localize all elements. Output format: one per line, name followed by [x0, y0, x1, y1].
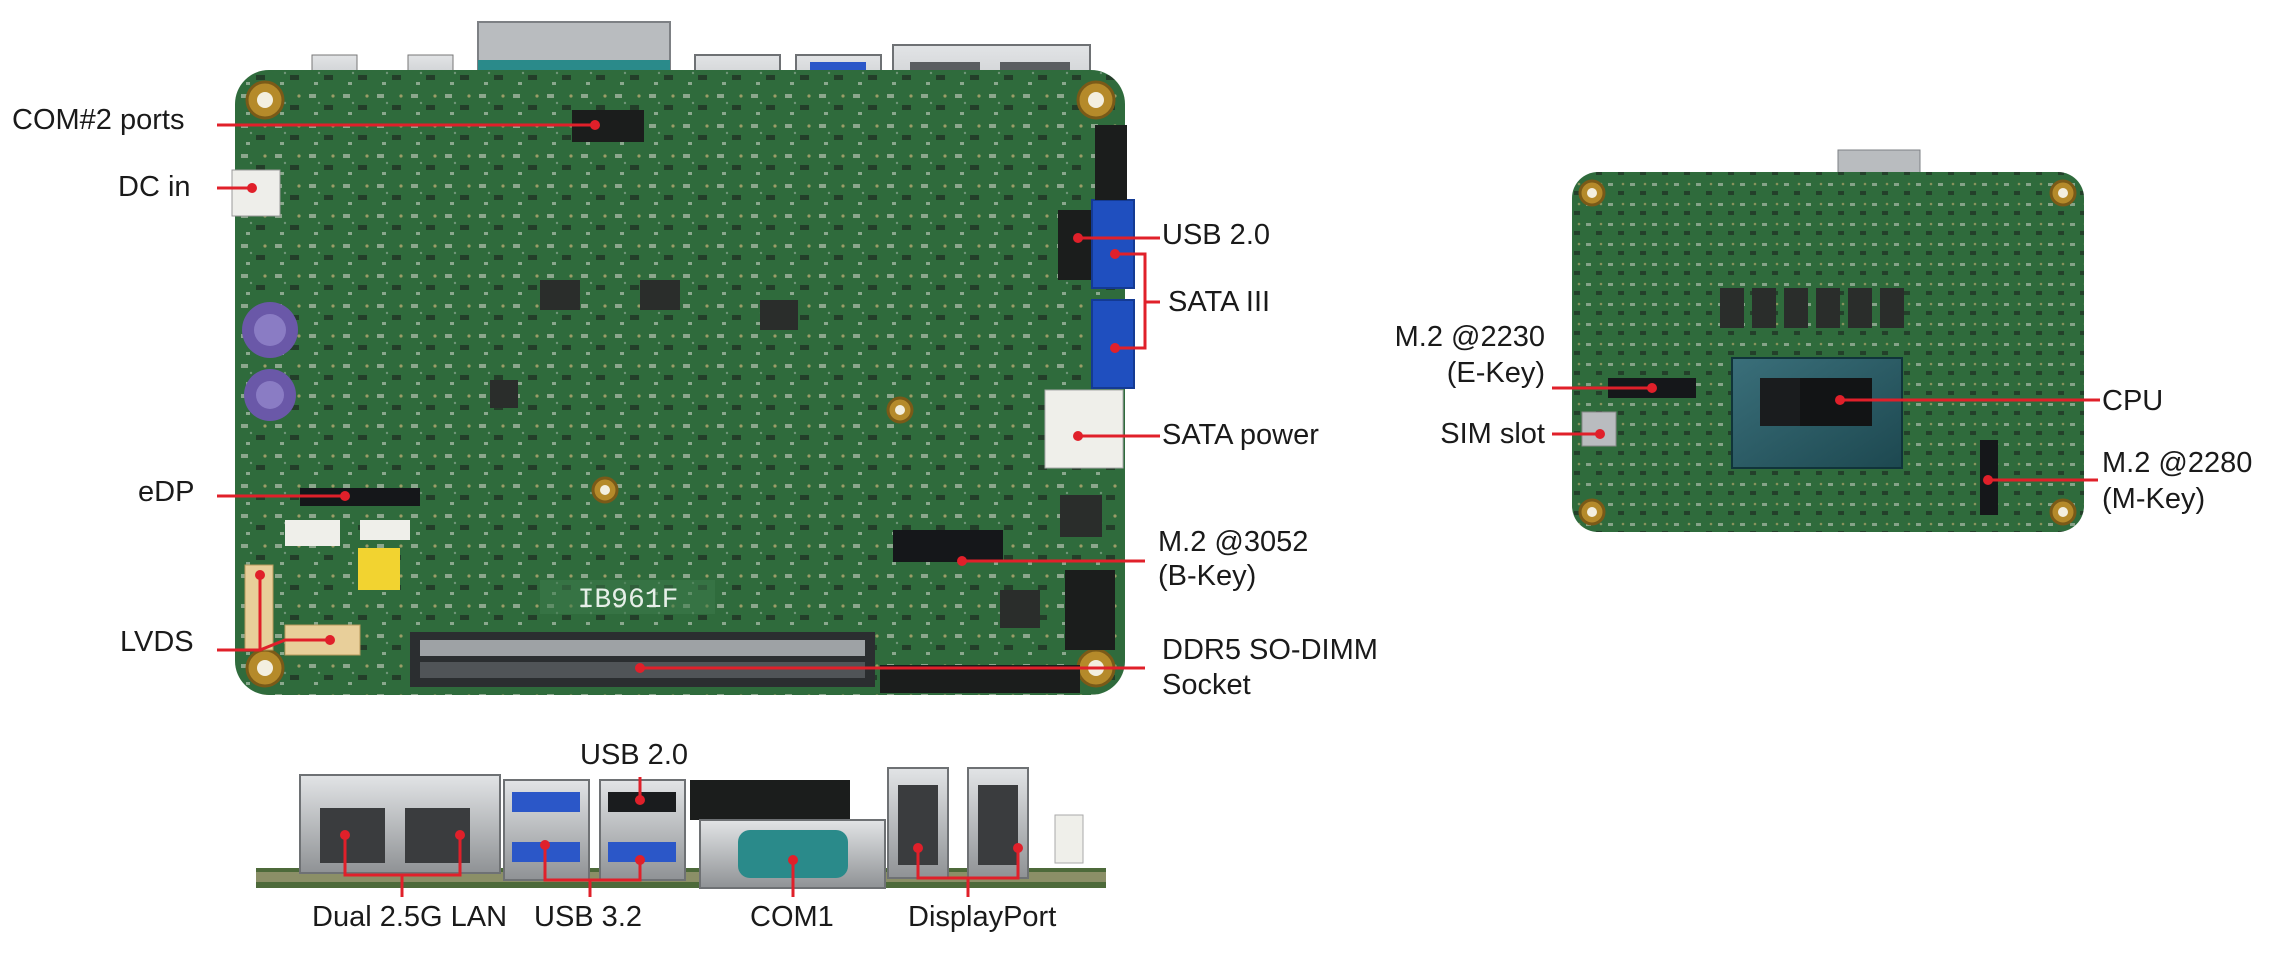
label-displayport: DisplayPort [908, 901, 1057, 933]
label-com2-ports: COM#2 ports [12, 104, 185, 136]
board-silkscreen-label: IB961F [578, 585, 679, 616]
label-sata3: SATA III [1168, 286, 1271, 318]
label-edp: eDP [138, 476, 195, 508]
label-dc-in: DC in [118, 171, 191, 203]
label-com1: COM1 [750, 901, 834, 933]
callout-lines [217, 123, 2100, 897]
label-m2-3052-line2: (B-Key) [1158, 560, 1257, 592]
label-usb20-io: USB 2.0 [580, 739, 688, 771]
label-m2-3052-line1: M.2 @3052 [1158, 526, 1309, 558]
bottom-view-board [1572, 149, 2084, 532]
label-m2-2280-line2: (M-Key) [2102, 483, 2206, 515]
label-ddr5-line1: DDR5 SO-DIMM [1162, 634, 1378, 666]
label-sata-power: SATA power [1162, 419, 1319, 451]
label-usb20-top: USB 2.0 [1162, 219, 1270, 251]
label-m2-2230-line1: M.2 @2230 [1394, 321, 1545, 353]
label-ddr5-line2: Socket [1162, 669, 1251, 701]
callout-usb32-bracket [543, 845, 642, 882]
label-lvds: LVDS [120, 626, 194, 658]
label-m2-2230-line2: (E-Key) [1446, 357, 1545, 389]
top-view-board: IB961F [231, 21, 1135, 695]
label-cpu: CPU [2102, 385, 2164, 417]
label-usb32: USB 3.2 [534, 901, 642, 933]
label-sim-slot: SIM slot [1440, 418, 1545, 450]
callout-dots [247, 120, 1993, 865]
label-m2-2280-line1: M.2 @2280 [2102, 447, 2253, 479]
callout-lvds [217, 638, 330, 652]
label-dual-lan: Dual 2.5G LAN [312, 901, 508, 933]
io-side-view [256, 767, 1106, 889]
